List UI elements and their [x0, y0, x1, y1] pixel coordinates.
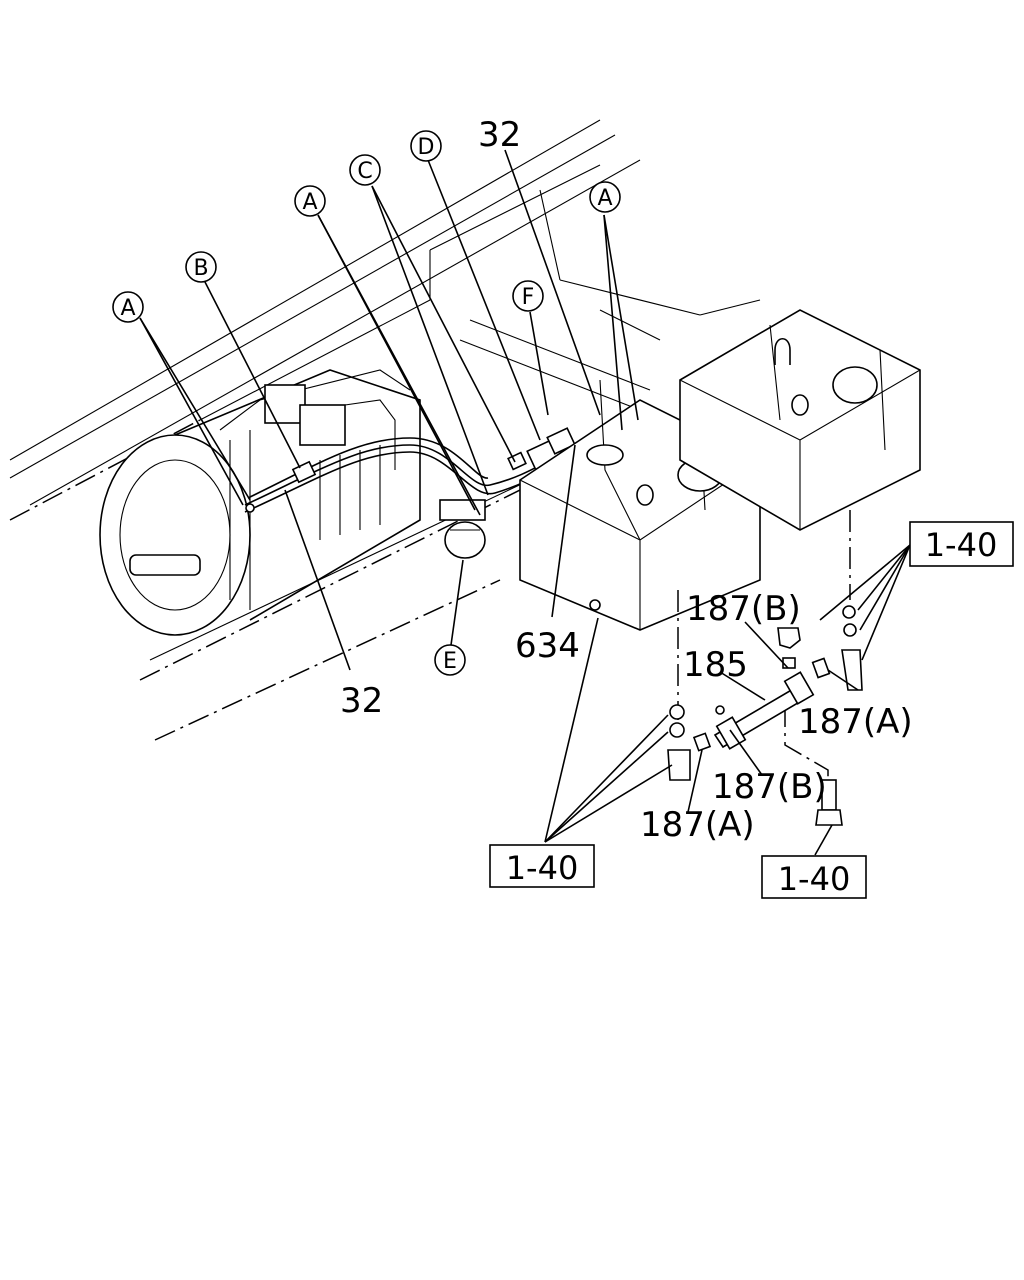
transmission-assembly [99, 369, 421, 636]
fuel-filter [439, 499, 486, 559]
label-185: 185 [683, 645, 748, 685]
bracket-parts [667, 605, 863, 826]
callout-a-right: A [589, 181, 621, 213]
callout-a-mid: A [294, 185, 326, 217]
callout-f: F [512, 280, 544, 312]
callout-a-left: A [112, 291, 144, 323]
frame-rails [9, 119, 761, 741]
ref-box-bottom-right: 1-40 [761, 855, 867, 899]
fuel-tank-rear [679, 309, 921, 531]
leader-lines [139, 149, 911, 856]
callout-d-label: D [418, 135, 435, 160]
ref-box-bottom-left: 1-40 [489, 844, 595, 888]
callout-a-right-label: A [597, 186, 612, 211]
callout-b-label: B [193, 256, 208, 281]
callout-e-label: E [443, 649, 457, 674]
callout-d: D [410, 130, 442, 162]
callout-b: B [185, 251, 217, 283]
ref-box-right: 1-40 [909, 521, 1014, 567]
ref-box-right-label: 1-40 [925, 526, 998, 564]
label-634: 634 [515, 626, 580, 666]
callout-f-label: F [522, 285, 535, 310]
label-187a-right: 187(A) [798, 702, 913, 742]
label-187b-top: 187(B) [686, 589, 801, 629]
callout-c: C [349, 154, 381, 186]
callout-a-left-label: A [120, 296, 135, 321]
callout-e: E [434, 644, 466, 676]
callout-a-mid-label: A [302, 190, 317, 215]
label-187b-bottom: 187(B) [712, 767, 827, 807]
ref-box-bottom-left-label: 1-40 [506, 849, 579, 887]
label-32-top: 32 [478, 115, 521, 155]
callout-c-label: C [357, 159, 372, 184]
label-187a-bottom: 187(A) [640, 805, 755, 845]
label-32-bottom: 32 [340, 681, 383, 721]
ref-box-bottom-right-label: 1-40 [778, 860, 851, 898]
